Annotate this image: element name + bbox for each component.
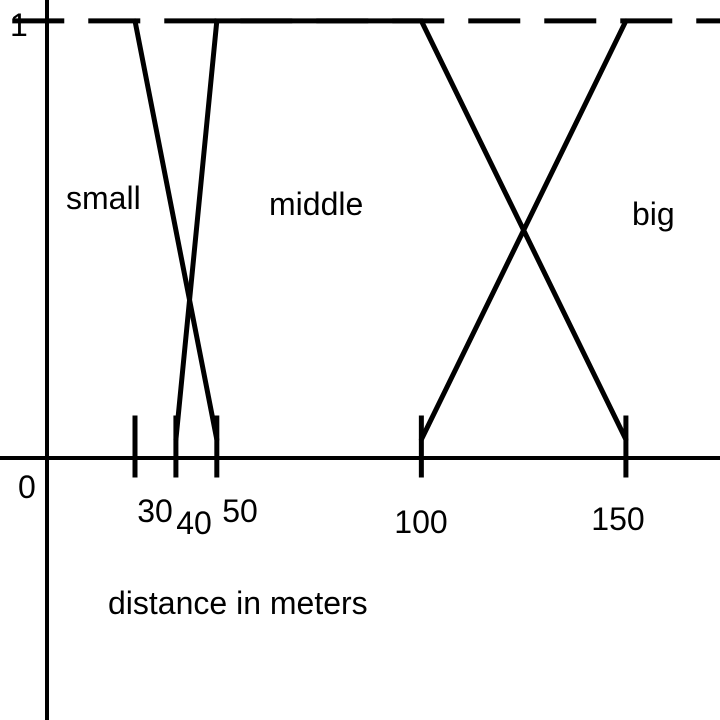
tick-group: [132, 415, 629, 478]
series-group: [132, 18, 629, 443]
series-line-big: [418, 18, 629, 443]
x-tick-label-30: 30: [137, 493, 173, 529]
x-tick-label-50: 50: [222, 493, 258, 529]
series-label-big: big: [632, 196, 675, 232]
y-tick-label-0: 0: [18, 469, 36, 505]
series-label-middle: middle: [269, 186, 363, 222]
y-tick-label-1: 1: [10, 7, 28, 43]
x-axis-label: distance in meters: [108, 585, 368, 621]
series-line-middle: [173, 18, 629, 443]
x-tick-label-150: 150: [591, 501, 644, 537]
x-tick-label-40: 40: [176, 505, 212, 541]
series-label-small: small: [66, 180, 141, 216]
series-line-small: [132, 18, 220, 443]
x-tick-label-100: 100: [394, 504, 447, 540]
